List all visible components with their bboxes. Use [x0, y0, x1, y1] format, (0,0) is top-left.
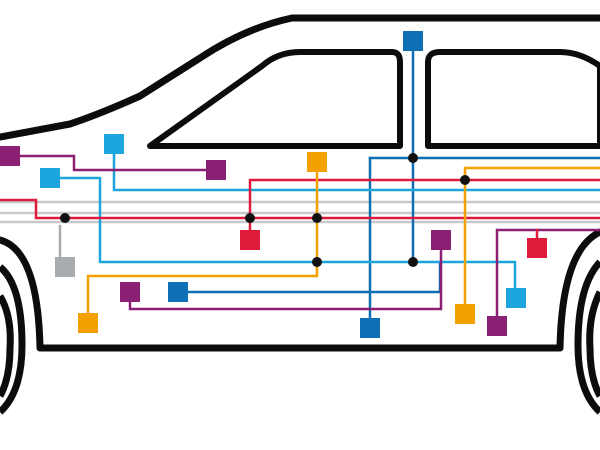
wire-purple-rear [495, 228, 600, 328]
rear-wheel-tire [586, 290, 600, 398]
module-sky-left [40, 168, 60, 188]
junction-node [460, 175, 470, 185]
module-purple-bottom [120, 282, 140, 302]
junction-node [60, 213, 70, 223]
module-sky-front [104, 134, 124, 154]
rear-wheel-arch [574, 259, 600, 415]
module-red-rear [527, 238, 547, 258]
module-purple-rear-floor [487, 316, 507, 336]
module-purple-dash [206, 160, 226, 180]
module-orange-floor [455, 304, 475, 324]
module-sky-rear [506, 288, 526, 308]
front-wheel-arch [0, 264, 26, 415]
junctions [60, 153, 470, 267]
junction-node [312, 213, 322, 223]
car-wheel-arches [0, 259, 600, 415]
wire-sky-left [48, 176, 517, 300]
front-window [147, 49, 403, 149]
module-gray-front [55, 257, 75, 277]
modules [0, 31, 547, 338]
front-wheel-tire [0, 294, 14, 398]
module-blue-bottom [168, 282, 188, 302]
module-orange-dash [307, 152, 327, 172]
module-blue-top [403, 31, 423, 51]
car-body-outline [0, 14, 600, 352]
module-orange-bottom-left [78, 313, 98, 333]
module-red-center [240, 230, 260, 250]
junction-node [312, 257, 322, 267]
wire-purple-front [8, 154, 217, 172]
wire-sky-front [112, 142, 600, 192]
junction-node [245, 213, 255, 223]
module-blue-floor [360, 318, 380, 338]
wire-orange-floor [463, 166, 600, 316]
module-purple-front-left [0, 146, 20, 166]
junction-node [408, 153, 418, 163]
junction-node [408, 257, 418, 267]
module-purple-center [431, 230, 451, 250]
car-outline [0, 14, 600, 352]
